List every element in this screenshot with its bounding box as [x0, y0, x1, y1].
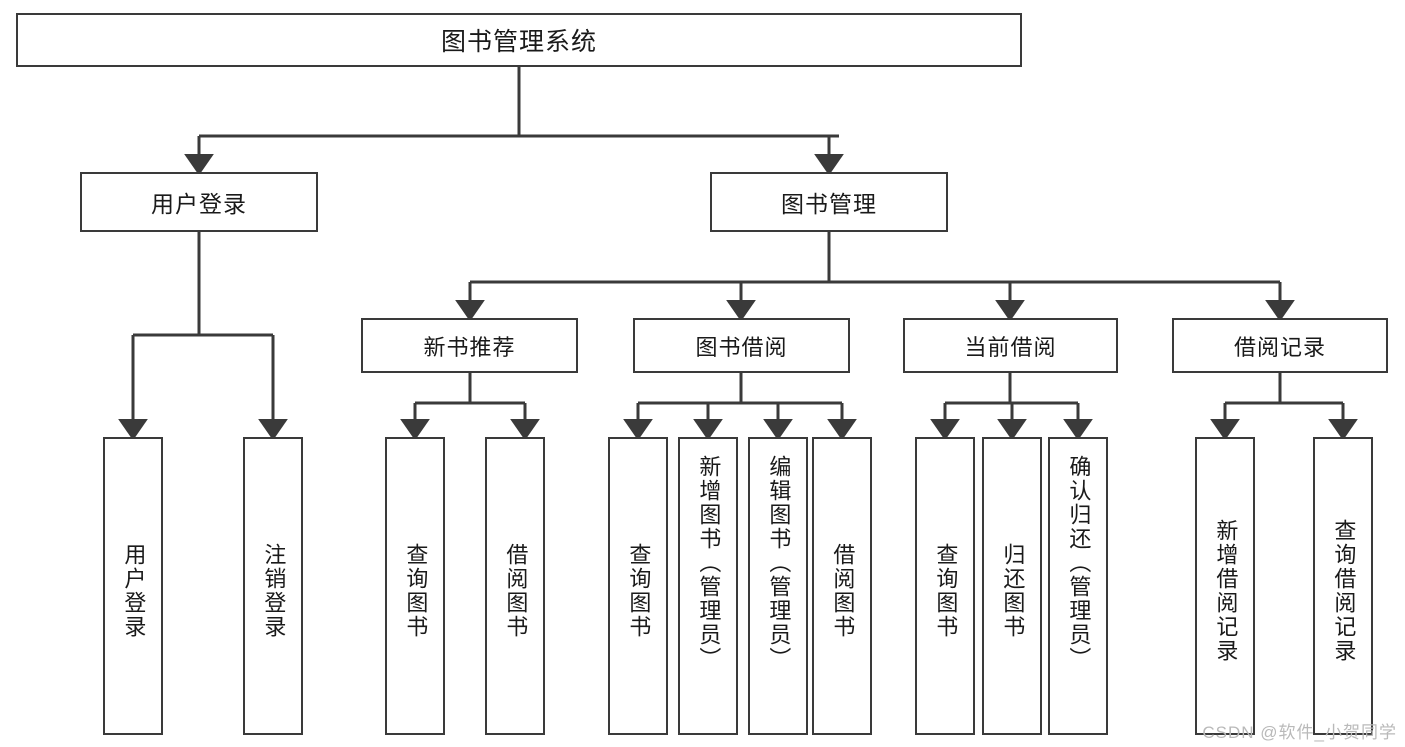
node-label: 新增借阅记录 [1213, 519, 1239, 663]
node-label: 查询图书 [933, 543, 959, 639]
node-label: 图书管理 [781, 191, 877, 217]
node-label: 借阅图书 [503, 543, 529, 639]
node-label: 归还图书 [1000, 543, 1026, 639]
node-label: 查询图书 [403, 543, 429, 639]
node-label: 用户登录 [121, 543, 147, 639]
node-label: 当前借阅 [964, 334, 1057, 360]
node-label: 图书管理系统 [440, 28, 597, 56]
leaf-text-wrap: 新增借阅记录 [1197, 449, 1253, 733]
node-label: 确认归还（管理员） [1066, 455, 1092, 671]
leaf-text-wrap: 借阅图书 [487, 449, 543, 733]
leaf-borrow-edit-book-admin[interactable]: 编辑图书（管理员） [748, 437, 808, 735]
leaf-text-wrap: 编辑图书（管理员） [750, 449, 806, 733]
node-new-book-recommend[interactable]: 新书推荐 [361, 318, 578, 373]
leaf-text-wrap: 注销登录 [245, 449, 301, 733]
watermark-text: CSDN @软件_小贺同学 [1202, 723, 1397, 742]
node-label: 查询借阅记录 [1331, 519, 1357, 663]
leaf-borrow-query-book[interactable]: 查询图书 [608, 437, 668, 735]
node-label: 借阅图书 [830, 543, 856, 639]
node-book-management[interactable]: 图书管理 [710, 172, 948, 232]
leaf-user-login-login[interactable]: 用户登录 [103, 437, 163, 735]
leaf-text-wrap: 查询借阅记录 [1315, 449, 1371, 733]
leaf-user-login-logout[interactable]: 注销登录 [243, 437, 303, 735]
leaf-text-wrap: 新增图书（管理员） [680, 449, 736, 733]
leaf-record-add-record[interactable]: 新增借阅记录 [1195, 437, 1255, 735]
leaf-text-wrap: 查询图书 [387, 449, 443, 733]
node-label: 用户登录 [151, 191, 247, 217]
leaf-text-wrap: 查询图书 [917, 449, 973, 733]
leaf-borrow-add-book-admin[interactable]: 新增图书（管理员） [678, 437, 738, 735]
leaf-text-wrap: 借阅图书 [814, 449, 870, 733]
node-label: 编辑图书（管理员） [766, 455, 792, 671]
node-book-borrow[interactable]: 图书借阅 [633, 318, 850, 373]
leaf-new-book-borrow[interactable]: 借阅图书 [485, 437, 545, 735]
leaf-current-return-book[interactable]: 归还图书 [982, 437, 1042, 735]
leaf-text-wrap: 归还图书 [984, 449, 1040, 733]
node-user-login[interactable]: 用户登录 [80, 172, 318, 232]
node-root-system[interactable]: 图书管理系统 [16, 13, 1022, 67]
leaf-record-query-record[interactable]: 查询借阅记录 [1313, 437, 1373, 735]
node-label: 注销登录 [261, 543, 287, 639]
leaf-borrow-borrow-book[interactable]: 借阅图书 [812, 437, 872, 735]
leaf-new-book-query[interactable]: 查询图书 [385, 437, 445, 735]
leaf-text-wrap: 查询图书 [610, 449, 666, 733]
node-label: 图书借阅 [695, 334, 788, 360]
node-label: 查询图书 [626, 543, 652, 639]
node-borrow-record[interactable]: 借阅记录 [1172, 318, 1388, 373]
node-label: 新增图书（管理员） [696, 455, 722, 671]
leaf-text-wrap: 确认归还（管理员） [1050, 449, 1106, 733]
leaf-current-confirm-return-admin[interactable]: 确认归还（管理员） [1048, 437, 1108, 735]
node-label: 借阅记录 [1233, 334, 1326, 360]
leaf-current-query-book[interactable]: 查询图书 [915, 437, 975, 735]
node-label: 新书推荐 [423, 334, 516, 360]
node-current-borrow[interactable]: 当前借阅 [903, 318, 1118, 373]
leaf-text-wrap: 用户登录 [105, 449, 161, 733]
